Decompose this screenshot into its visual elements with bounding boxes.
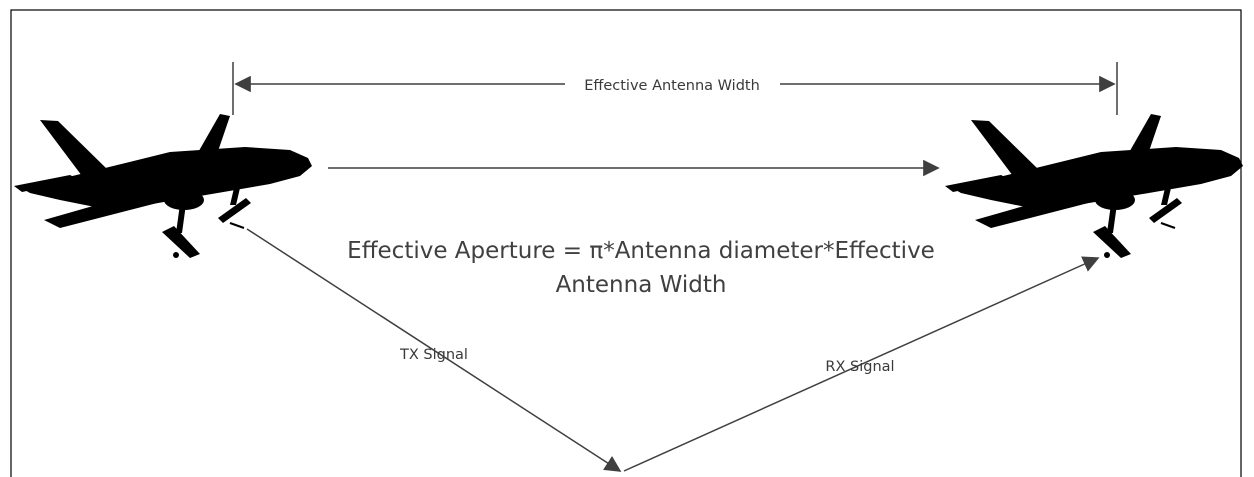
left-airplane-icon xyxy=(13,113,313,259)
antenna-width-dimension: Effective Antenna Width xyxy=(232,62,1118,115)
right-airplane-icon xyxy=(944,113,1244,259)
aperture-formula-line1: Effective Aperture = π*Antenna diameter*… xyxy=(347,238,935,264)
antenna-width-label: Effective Antenna Width xyxy=(584,78,760,94)
tx-signal-arrow xyxy=(246,228,622,472)
tx-signal-label: TX Signal xyxy=(399,347,468,363)
rx-signal-label: RX Signal xyxy=(825,359,894,375)
aperture-formula-line2: Antenna Width xyxy=(556,272,727,298)
rx-signal-arrow xyxy=(623,256,1100,472)
diagram-frame xyxy=(10,9,1242,477)
